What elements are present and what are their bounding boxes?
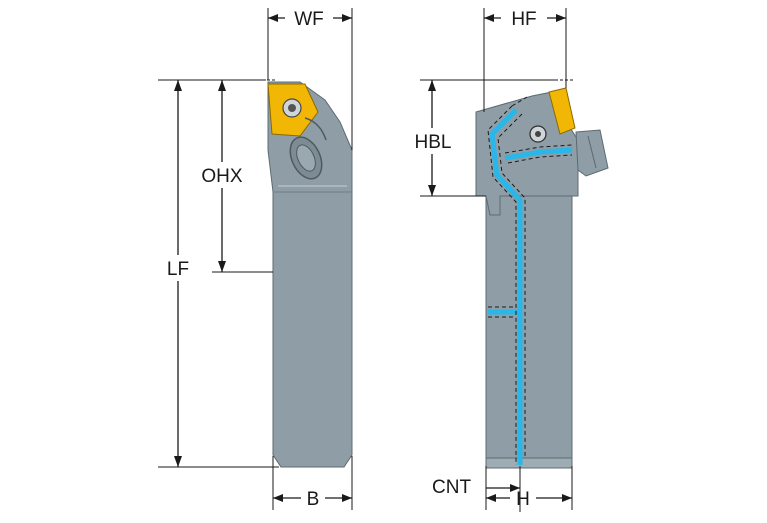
b-dimension: B — [272, 456, 353, 510]
hbl-dimension: HBL — [405, 79, 558, 197]
top-view — [267, 81, 353, 468]
wf-label: WF — [294, 9, 324, 30]
b-label: B — [307, 489, 320, 510]
hf-dimension: HF — [483, 8, 567, 112]
lf-dimension: LF — [158, 79, 279, 468]
wf-dimension: WF — [267, 8, 353, 150]
ohx-dimension: OHX — [192, 80, 273, 273]
lf-label: LF — [167, 259, 189, 280]
h-label: H — [516, 489, 530, 510]
ohx-label: OHX — [201, 166, 243, 187]
cnt-dimension: CNT — [432, 466, 521, 512]
side-view — [475, 87, 609, 469]
shank-top-view — [272, 191, 353, 468]
insert-side — [548, 87, 576, 135]
coolant-channels — [487, 96, 573, 465]
shank-side-view — [485, 195, 573, 459]
cnt-label: CNT — [432, 477, 471, 498]
hf-label: HF — [511, 9, 536, 30]
hbl-label: HBL — [415, 132, 452, 153]
